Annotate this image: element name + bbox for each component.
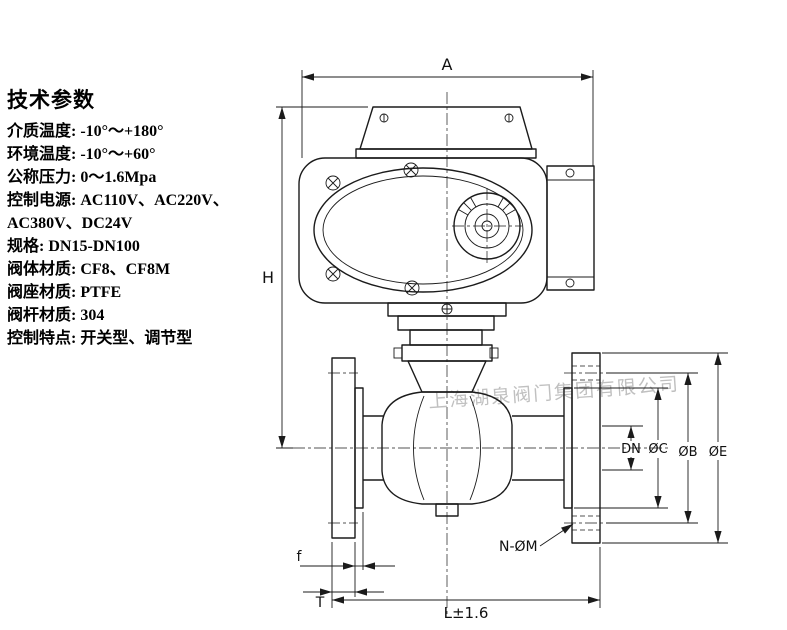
spec-title: 技术参数 [7, 88, 95, 112]
dimension-a: A [301, 55, 594, 166]
dim-label-ob: ØB [678, 445, 697, 460]
spec-line-medium-temp: 介质温度: -10°～+180° [7, 123, 164, 140]
dim-label-t: T [315, 595, 325, 611]
dim-label-l: L±1.6 [444, 604, 489, 622]
cover-screw-icons [325, 162, 420, 296]
bolt-callout: N-ØM [499, 523, 574, 555]
dim-label-h: H [262, 268, 274, 287]
dim-label-oc: ØC [648, 442, 667, 457]
spec-line-stem-material: 阀杆材质: 304 [7, 307, 105, 324]
dimension-l: L±1.6 [331, 542, 601, 622]
terminal-box [546, 165, 595, 291]
dim-label-bolts: N-ØM [499, 539, 538, 555]
spec-panel: 技术参数 介质温度: -10°～+180° 环境温度: -10°～+60° 公称… [7, 84, 279, 350]
spec-line-size-range: 规格: DN15-DN100 [7, 238, 140, 255]
dimension-h: H [262, 106, 368, 449]
position-indicator-dial [453, 192, 521, 260]
spec-line-power-1: 控制电源: AC110V、AC220V、 [7, 192, 229, 209]
dimension-t: T [303, 542, 384, 611]
dim-label-f: f [297, 549, 303, 565]
dim-label-dn: DN [621, 442, 641, 457]
spec-line-seat-material: 阀座材质: PTFE [7, 284, 122, 301]
right-flange [563, 352, 606, 544]
dimension-dn: DN [602, 425, 643, 471]
dim-label-oe: ØE [709, 445, 727, 460]
spec-line-ambient-temp: 环境温度: -10°～+60° [7, 146, 156, 163]
left-flange [328, 357, 364, 539]
dimension-oe: ØE [602, 352, 728, 544]
centerlines [293, 92, 668, 614]
electric-actuator [298, 106, 595, 304]
dimension-oc: ØC [574, 387, 668, 509]
dim-label-a: A [442, 55, 453, 74]
spec-line-body-material: 阀体材质: CF8、CF8M [7, 261, 171, 278]
spec-line-control-type: 控制特点: 开关型、调节型 [7, 330, 193, 347]
spec-line-power-2: AC380V、DC24V [7, 215, 133, 232]
dimension-f: f [297, 512, 395, 570]
valve-body [363, 360, 564, 517]
spec-line-pressure: 公称压力: 0～1.6Mpa [7, 169, 157, 186]
mounting-bracket [387, 302, 507, 362]
dimension-ob: ØB [606, 372, 698, 524]
